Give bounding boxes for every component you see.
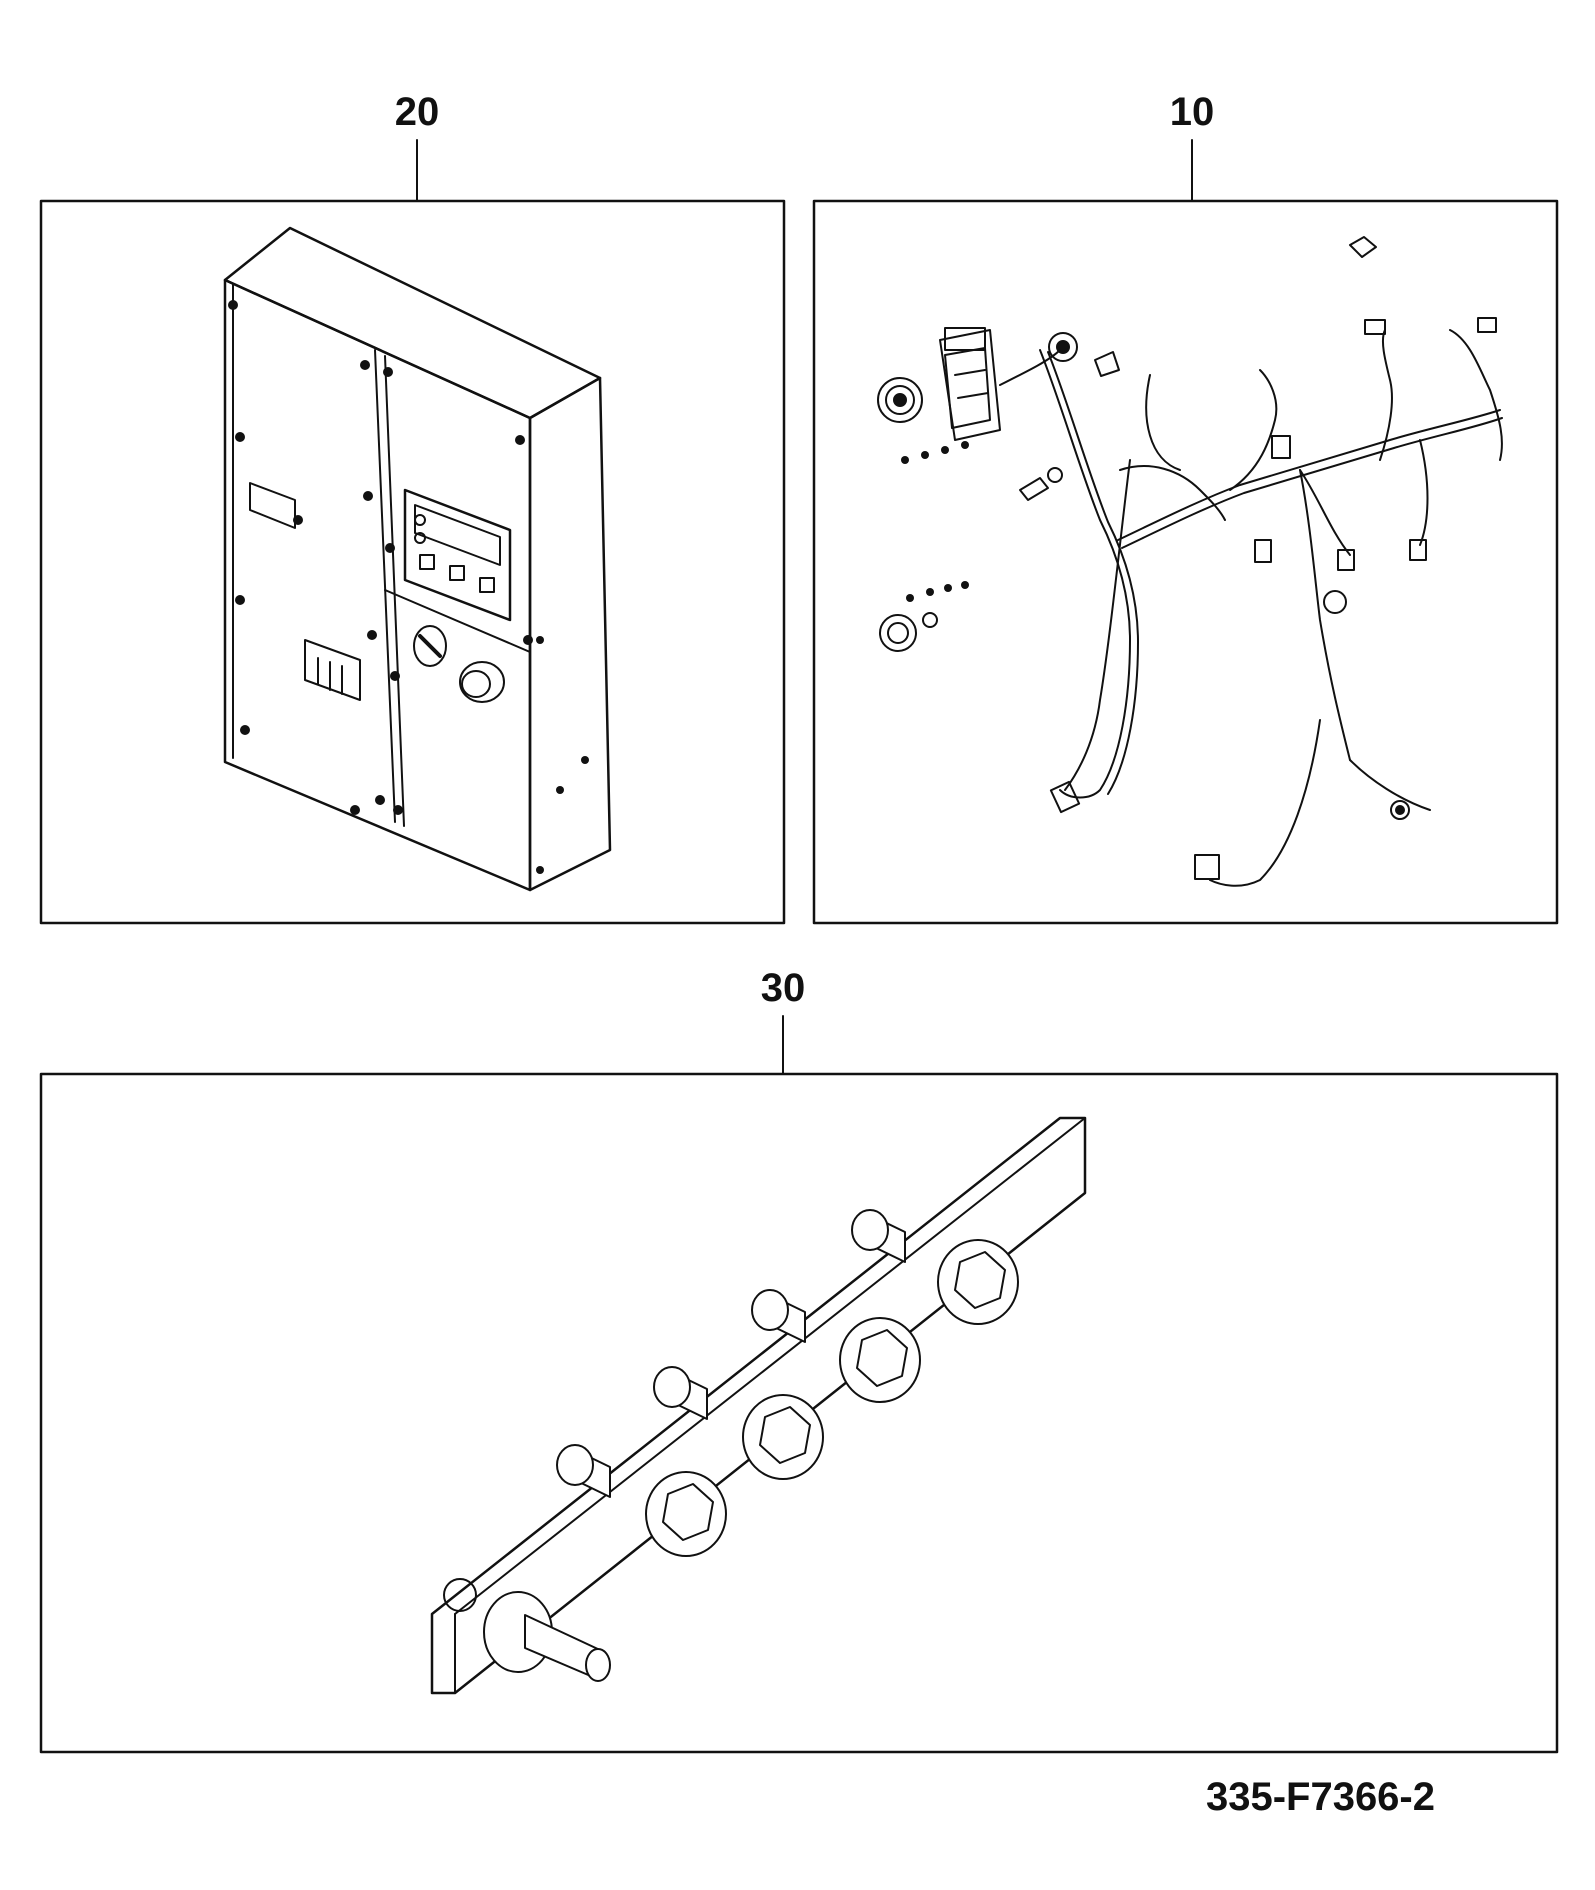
frame-control-panel (39, 199, 786, 925)
callout-20: 20 (394, 90, 440, 134)
callout-30: 30 (760, 966, 806, 1010)
drawing-reference: 335-F7366-2 (1205, 1775, 1435, 1819)
control-panel-illustration (223, 226, 612, 892)
callout-10: 10 (1169, 90, 1215, 134)
frame-wiring-harness (812, 199, 1559, 925)
bolt-bar-illustration (430, 1116, 1087, 1695)
frame-bolt-bar (39, 1072, 1559, 1754)
wiring-harness-illustration (877, 236, 1503, 887)
